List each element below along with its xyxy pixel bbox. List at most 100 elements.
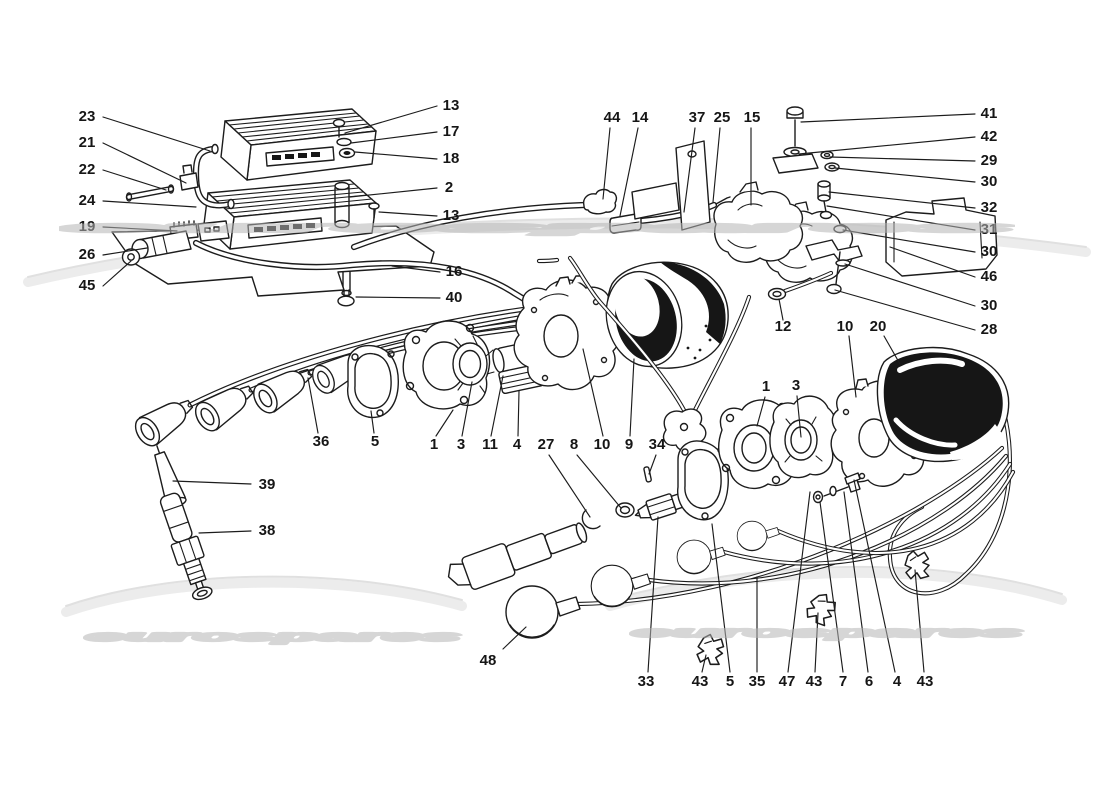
part-number-label: 12: [775, 318, 792, 335]
right-distributor: [505, 346, 1013, 666]
part-number-label: 20: [870, 318, 887, 335]
leader-line: [102, 226, 178, 232]
rubber-cap: [582, 188, 618, 215]
part-number-label: 14: [632, 109, 649, 126]
part-number-label: 9: [625, 436, 633, 453]
leader-line: [701, 654, 707, 673]
distributor-cover-left: [605, 261, 729, 369]
part-number-label: 10: [594, 436, 611, 453]
leader-line: [502, 626, 527, 650]
part-number-label: 13: [443, 207, 460, 224]
part-number-label: 21: [79, 134, 96, 151]
camshaft-drive: [447, 522, 588, 590]
leader-line: [391, 265, 441, 273]
part-number-label: 39: [259, 476, 276, 493]
leader-line: [829, 156, 976, 162]
leader-line: [798, 136, 976, 155]
leader-line: [800, 113, 976, 123]
part-number-label: 36: [313, 433, 330, 450]
part-number-label: 48: [480, 652, 497, 669]
leader-line: [307, 377, 319, 434]
leader-line: [629, 358, 635, 437]
leader-line: [102, 247, 148, 256]
leader-line: [834, 167, 976, 183]
leader-line: [378, 211, 438, 217]
part-number-label: 33: [638, 673, 655, 690]
part-number-label: 10: [837, 318, 854, 335]
ecu-fastener-stack: [332, 118, 356, 159]
part-number-label: 43: [692, 673, 709, 690]
part-number-label: 45: [79, 277, 96, 294]
part-number-label: 17: [443, 123, 460, 140]
leader-line: [602, 127, 611, 200]
leader-line: [853, 479, 896, 673]
watermark-text: eurospares: [86, 628, 460, 645]
part-number-label: 8: [570, 436, 578, 453]
part-number-label: 15: [744, 109, 761, 126]
leader-line: [843, 491, 869, 673]
leader-line: [683, 127, 696, 213]
leader-line: [350, 131, 438, 144]
plug-boot: [505, 585, 581, 639]
coil-bracket-right: [885, 197, 998, 277]
leader-line: [172, 480, 252, 485]
part-number-label: 26: [79, 246, 96, 263]
spark-plug-group: [154, 445, 213, 601]
part-number-label: 38: [259, 522, 276, 539]
part-number-label: 43: [806, 673, 823, 690]
leader-line: [349, 187, 438, 198]
leader-line: [344, 105, 438, 134]
leader-line: [647, 516, 659, 673]
leader-line: [842, 229, 976, 253]
leader-line: [796, 395, 802, 438]
roll-pin: [844, 472, 861, 485]
part-number-label: 3: [792, 377, 800, 394]
leader-line: [548, 454, 591, 518]
leader-line: [517, 390, 520, 437]
ground-wire: [767, 273, 832, 301]
leader-line: [102, 260, 132, 287]
left-distributor: [129, 261, 729, 452]
ecu-box-lower: [203, 179, 380, 250]
leader-line: [354, 151, 438, 160]
plug-boot: [129, 389, 200, 452]
leader-line: [435, 409, 454, 437]
leader-line: [711, 523, 731, 673]
part-number-label: 47: [779, 673, 796, 690]
plate-right: [769, 395, 838, 479]
gasket-left: [347, 344, 399, 419]
leader-line: [648, 454, 657, 475]
spacer-bush: [334, 181, 350, 229]
part-number-label: 44: [604, 109, 621, 126]
vacuum-pipes: [125, 143, 235, 210]
part-number-label: 40: [446, 289, 463, 306]
leader-line: [819, 501, 844, 673]
leader-line: [370, 410, 375, 434]
leader-line: [102, 200, 197, 208]
part-number-label: 7: [839, 673, 847, 690]
part-number-label: 43: [917, 673, 934, 690]
part-number-label: 22: [79, 161, 96, 178]
part-number-label: 35: [749, 673, 766, 690]
part-number-label: 46: [981, 268, 998, 285]
part-number-label: 27: [538, 436, 555, 453]
watermark-text: eurospares: [62, 219, 1012, 236]
relay-assembly: [121, 220, 230, 266]
part-number-label: 16: [446, 263, 463, 280]
leader-line: [814, 612, 819, 673]
watermark-layer: eurospares eurospares eurospares: [61, 218, 1023, 646]
leader-line: [914, 569, 925, 673]
plug-boot: [189, 375, 260, 437]
part-number-label: 23: [79, 108, 96, 125]
leader-line: [576, 454, 622, 509]
watermark-text: eurospares: [632, 624, 1022, 641]
part-number-label: 41: [981, 105, 998, 122]
bearing-ring: [452, 342, 488, 386]
part-number-label: 25: [714, 109, 731, 126]
distributor-body-left: [513, 275, 621, 391]
part-number-label: 29: [981, 152, 998, 169]
part-number-label: 4: [893, 673, 902, 690]
part-number-label: 30: [981, 297, 998, 314]
